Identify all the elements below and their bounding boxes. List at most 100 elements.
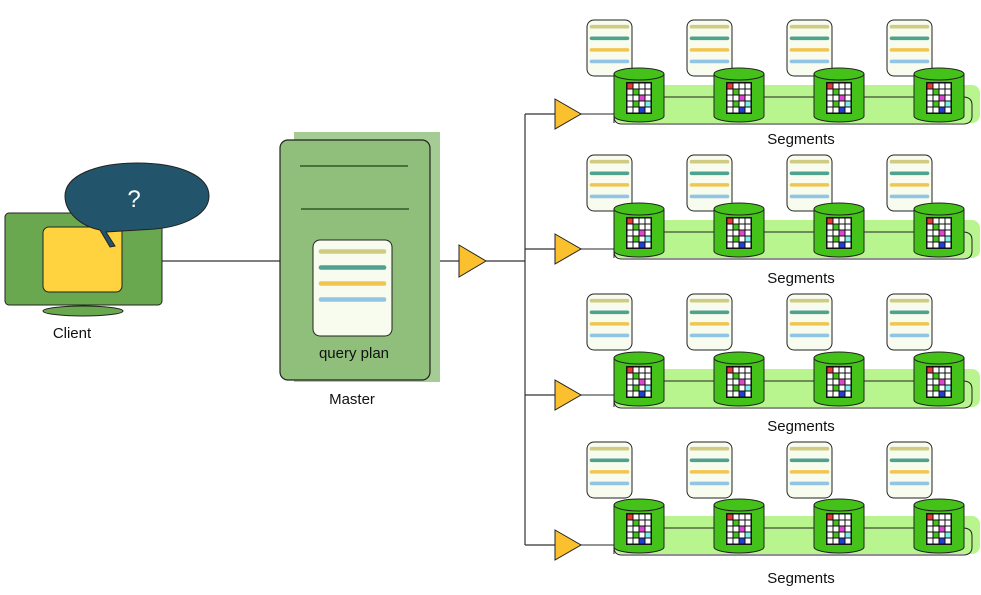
segment-database[interactable] (913, 202, 965, 258)
query-plan-card[interactable] (786, 154, 833, 212)
segment-database[interactable] (713, 67, 765, 123)
table-cell (627, 95, 633, 101)
query-plan-card[interactable] (786, 293, 833, 351)
table-cell (845, 520, 851, 526)
table-cell (827, 391, 833, 397)
client-node[interactable]: ? Client (4, 162, 210, 342)
query-plan-card[interactable] (686, 441, 733, 499)
segment-database[interactable] (613, 351, 665, 407)
segment-group[interactable]: Segments (554, 441, 980, 587)
table-cell (739, 101, 745, 107)
table-cell (927, 242, 933, 248)
table-cell (827, 95, 833, 101)
database-top (813, 202, 865, 216)
table-cell (733, 373, 739, 379)
query-plan-card[interactable] (886, 441, 933, 499)
query-plan-card[interactable] (886, 19, 933, 77)
segment-database[interactable] (913, 351, 965, 407)
query-plan-card[interactable] (586, 19, 633, 77)
table-cell (639, 520, 645, 526)
query-plan-card[interactable] (786, 19, 833, 77)
segment-database[interactable] (713, 351, 765, 407)
table-cell (739, 391, 745, 397)
table-cell (827, 367, 833, 373)
segment-database[interactable] (913, 498, 965, 554)
query-plan-card[interactable] (786, 441, 833, 499)
table-cell (639, 532, 645, 538)
segment-database[interactable] (813, 202, 865, 258)
segments-label: Segments (767, 570, 835, 587)
table-cell (733, 526, 739, 532)
table-cell (627, 526, 633, 532)
table-cell (739, 242, 745, 248)
query-plan-card[interactable] (312, 239, 393, 337)
segment-database[interactable] (613, 67, 665, 123)
master-node[interactable]: query plan Master (279, 132, 440, 408)
table-cell (739, 526, 745, 532)
table-cell (845, 89, 851, 95)
table-cell (939, 242, 945, 248)
table-cell (945, 520, 951, 526)
table-cell (927, 236, 933, 242)
table-cell (633, 224, 639, 230)
table-cell (945, 107, 951, 113)
table-cell (627, 101, 633, 107)
table-cell (645, 385, 651, 391)
table-cell (845, 83, 851, 89)
table-cell (833, 391, 839, 397)
query-plan-card[interactable] (886, 293, 933, 351)
segment-database[interactable] (913, 67, 965, 123)
segment-database[interactable] (613, 202, 665, 258)
table-cell (933, 83, 939, 89)
segment-group[interactable]: Segments (554, 154, 980, 287)
segment-database[interactable] (813, 351, 865, 407)
table-cell (745, 230, 751, 236)
table-cell (739, 379, 745, 385)
table-cell (745, 367, 751, 373)
table-cell (733, 236, 739, 242)
table-cell (827, 514, 833, 520)
table-cell (745, 224, 751, 230)
query-plan-card[interactable] (312, 239, 393, 337)
segment-database[interactable] (613, 498, 665, 554)
table-cell (627, 218, 633, 224)
table-cell (827, 224, 833, 230)
segment-group[interactable]: Segments (554, 19, 980, 148)
table-cell (739, 107, 745, 113)
table-cell (733, 532, 739, 538)
query-plan-card[interactable] (686, 154, 733, 212)
table-cell (845, 367, 851, 373)
segment-database[interactable] (813, 67, 865, 123)
segment-database[interactable] (713, 498, 765, 554)
table-cell (645, 379, 651, 385)
database-top (913, 67, 965, 81)
table-cell (639, 242, 645, 248)
segment-database[interactable] (713, 202, 765, 258)
table-cell (727, 218, 733, 224)
query-plan-card[interactable] (586, 293, 633, 351)
query-plan-card[interactable] (686, 19, 733, 77)
segment-group[interactable]: Segments (554, 293, 980, 435)
query-plan-card[interactable] (686, 293, 733, 351)
table-cell (745, 538, 751, 544)
query-plan-card[interactable] (586, 441, 633, 499)
query-plan-card[interactable] (586, 154, 633, 212)
table-cell (945, 236, 951, 242)
table-cell (839, 218, 845, 224)
table-cell (833, 242, 839, 248)
table-cell (945, 101, 951, 107)
query-plan-card[interactable] (886, 154, 933, 212)
table-cell (639, 224, 645, 230)
table-cell (639, 526, 645, 532)
table-cell (739, 538, 745, 544)
table-cell (639, 373, 645, 379)
table-cell (645, 514, 651, 520)
table-cell (627, 242, 633, 248)
table-cell (745, 89, 751, 95)
table-cell (839, 514, 845, 520)
table-cell (727, 224, 733, 230)
table-cell (645, 532, 651, 538)
table-cell (727, 89, 733, 95)
table-cell (945, 532, 951, 538)
segment-database[interactable] (813, 498, 865, 554)
